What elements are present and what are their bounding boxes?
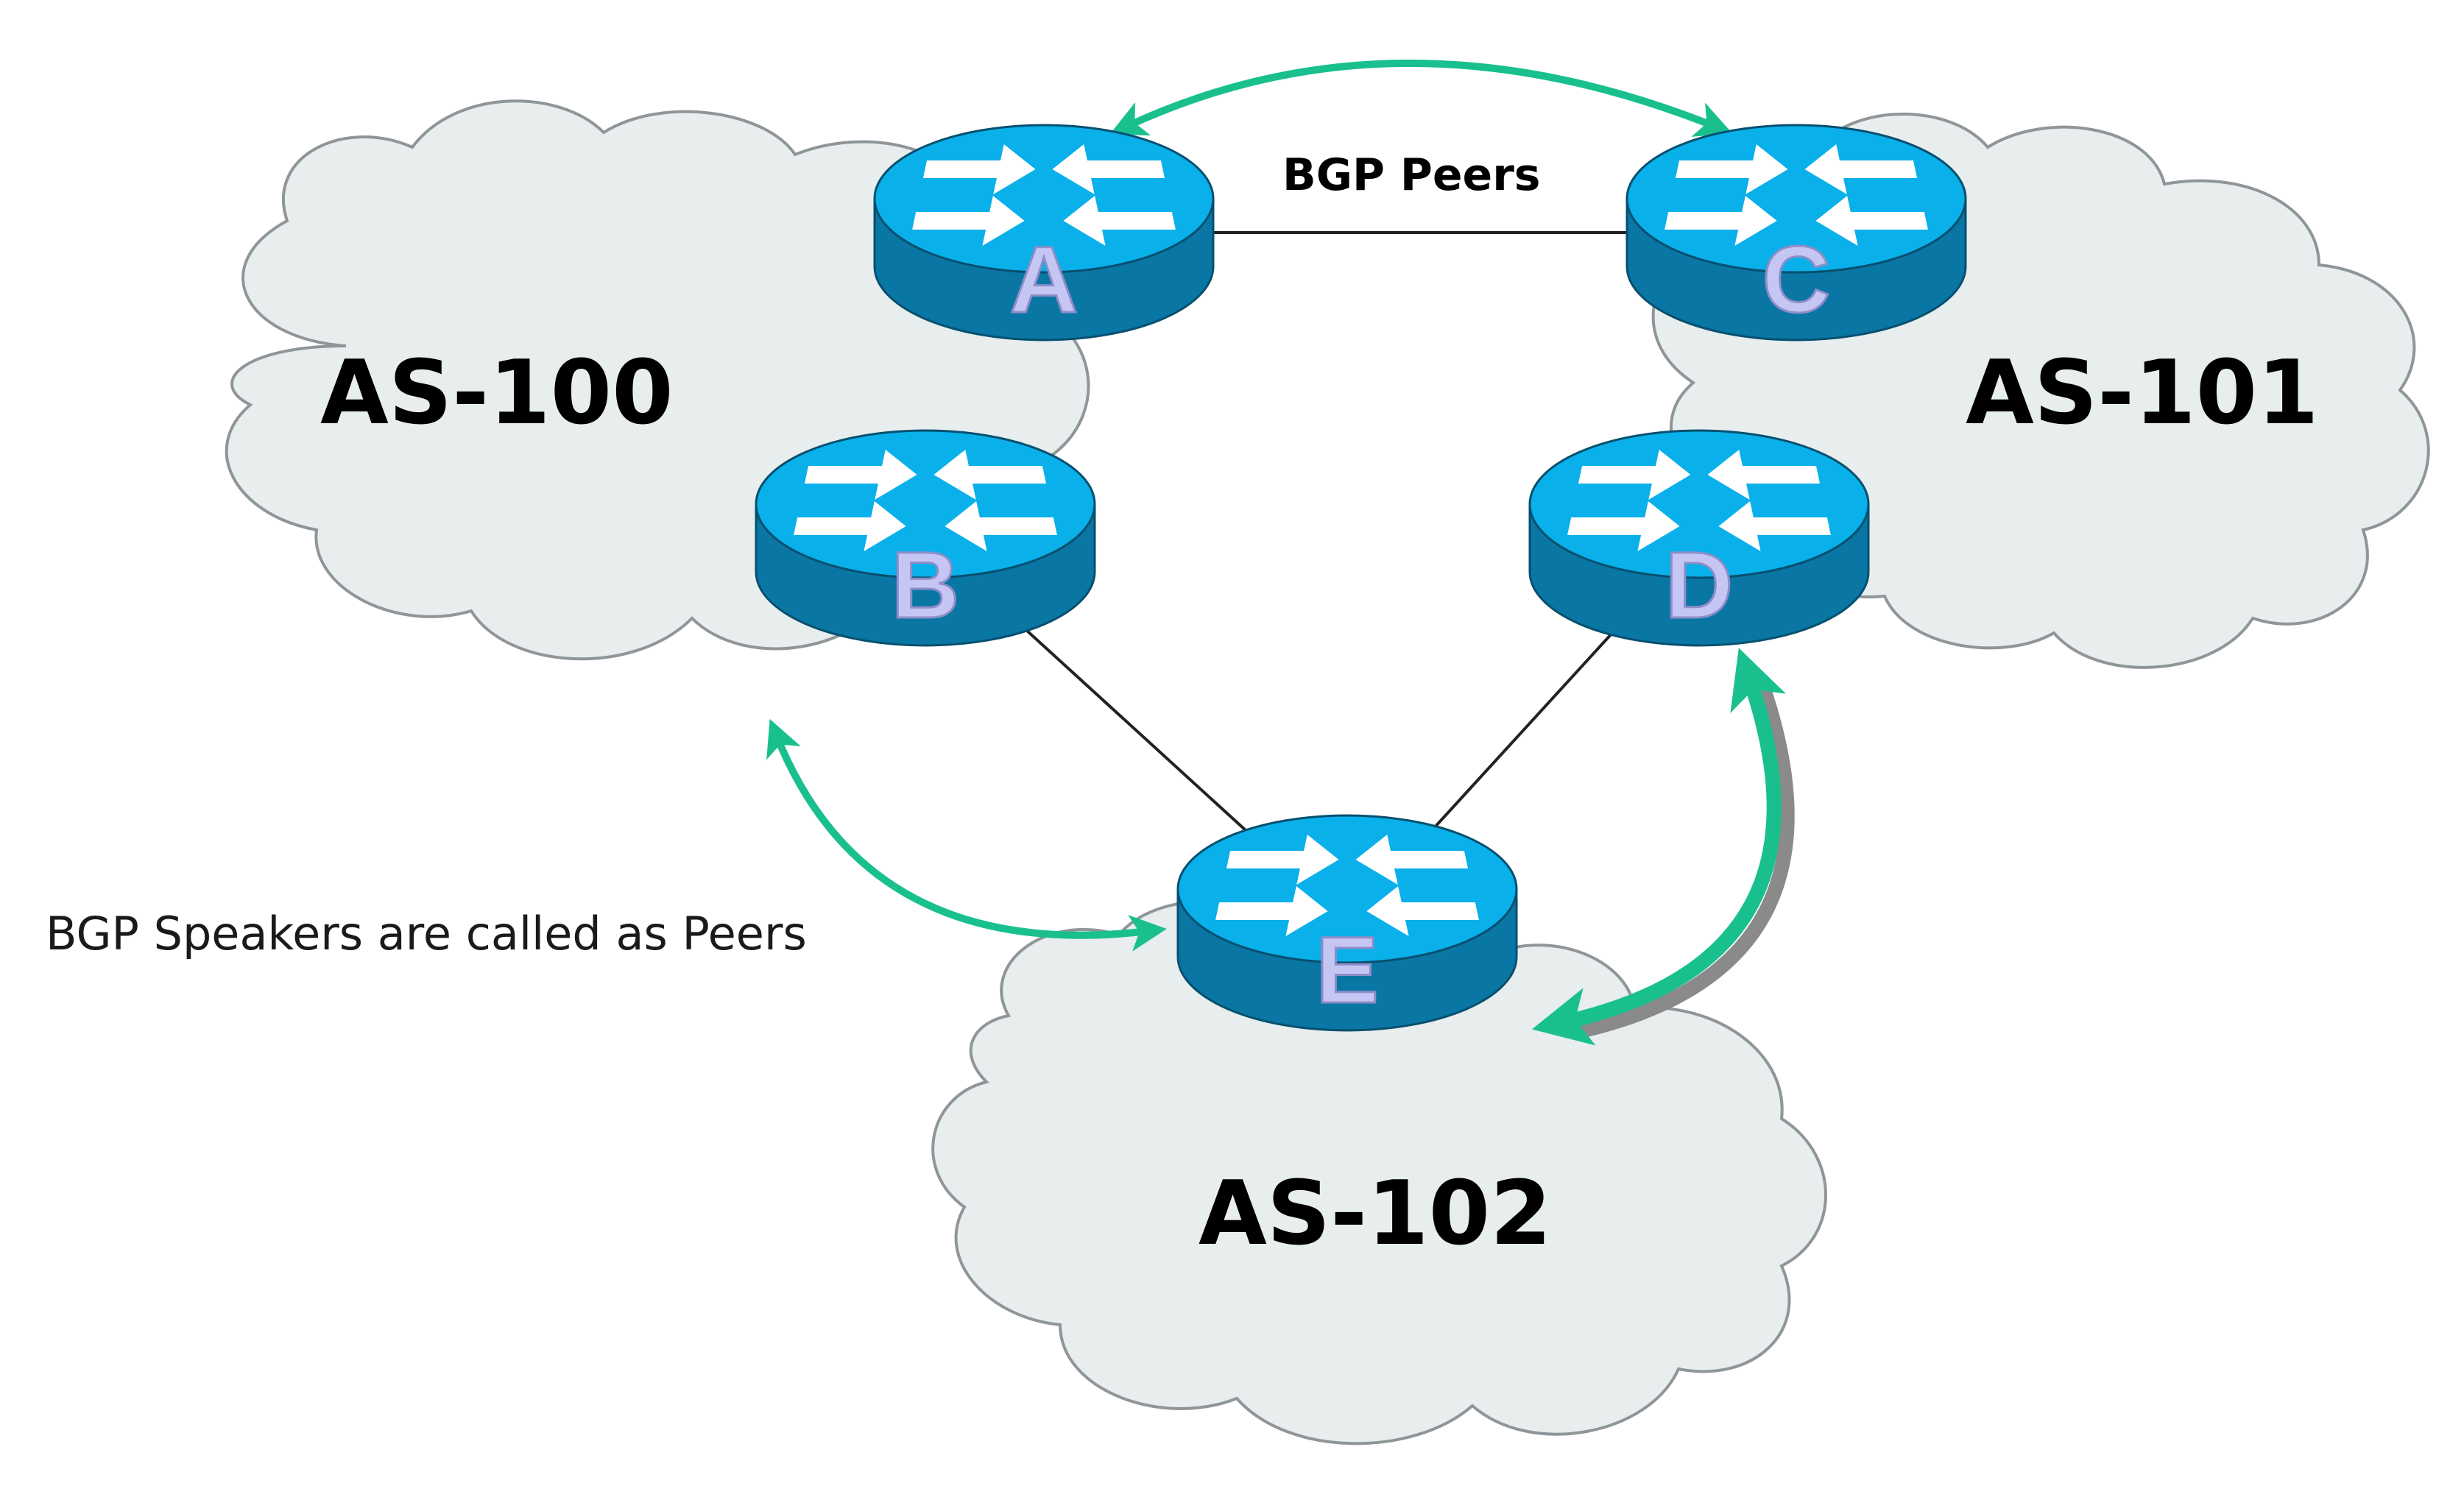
router-arrow-glyph [1707, 450, 1821, 500]
router-a: A [873, 124, 1215, 341]
router-arrow-glyph [933, 450, 1047, 500]
router-label-d: D [1665, 533, 1733, 638]
router-arrow-glyph [1226, 835, 1339, 885]
router-arrow-glyph [1567, 501, 1680, 551]
router-c: C [1625, 124, 1967, 341]
router-arrow-glyph [912, 196, 1025, 246]
bgp-peers-label: BGP Peers [1282, 149, 1541, 201]
router-label-c: C [1762, 227, 1830, 333]
cloud-label-as101: AS-101 [1966, 342, 2319, 445]
router-e: E [1176, 814, 1518, 1032]
router-arrow-glyph [1063, 196, 1176, 246]
router-arrows-icon [1567, 450, 1831, 551]
router-arrow-glyph [804, 450, 917, 500]
router-arrows-icon [1665, 144, 1928, 246]
router-arrow-glyph [922, 144, 1036, 194]
router-arrow-glyph [1215, 886, 1328, 936]
router-label-b: B [892, 533, 959, 638]
router-arrow-glyph [1665, 196, 1777, 246]
router-label-a: A [1010, 227, 1078, 333]
router-d: D [1528, 429, 1870, 647]
router-arrow-glyph [1675, 144, 1788, 194]
router-arrow-glyph [794, 501, 906, 551]
router-label-e: E [1316, 918, 1378, 1023]
router-arrows-icon [912, 144, 1176, 246]
router-arrows-icon [794, 450, 1057, 551]
router-arrow-glyph [1804, 144, 1918, 194]
router-layer: A B C D E [755, 124, 1967, 1032]
peer-arrow-d-e [1531, 648, 1786, 1046]
router-arrow-glyph [1355, 835, 1469, 885]
router-arrows-icon [1215, 835, 1479, 936]
cloud-label-as102: AS-102 [1199, 1163, 1552, 1265]
speakers-note: BGP Speakers are called as Peers [46, 907, 807, 960]
router-arrow-glyph [945, 501, 1057, 551]
router-arrow-glyph [1578, 450, 1691, 500]
router-arrow-glyph [1718, 501, 1831, 551]
peer-arrow-a-c [1109, 60, 1733, 137]
peer-arrow-note-e [766, 718, 1167, 952]
router-arrow-glyph [1815, 196, 1928, 246]
cloud-label-as100: AS-100 [320, 342, 674, 445]
router-b: B [755, 429, 1096, 647]
router-arrow-glyph [1366, 886, 1479, 936]
router-arrow-glyph [1052, 144, 1165, 194]
